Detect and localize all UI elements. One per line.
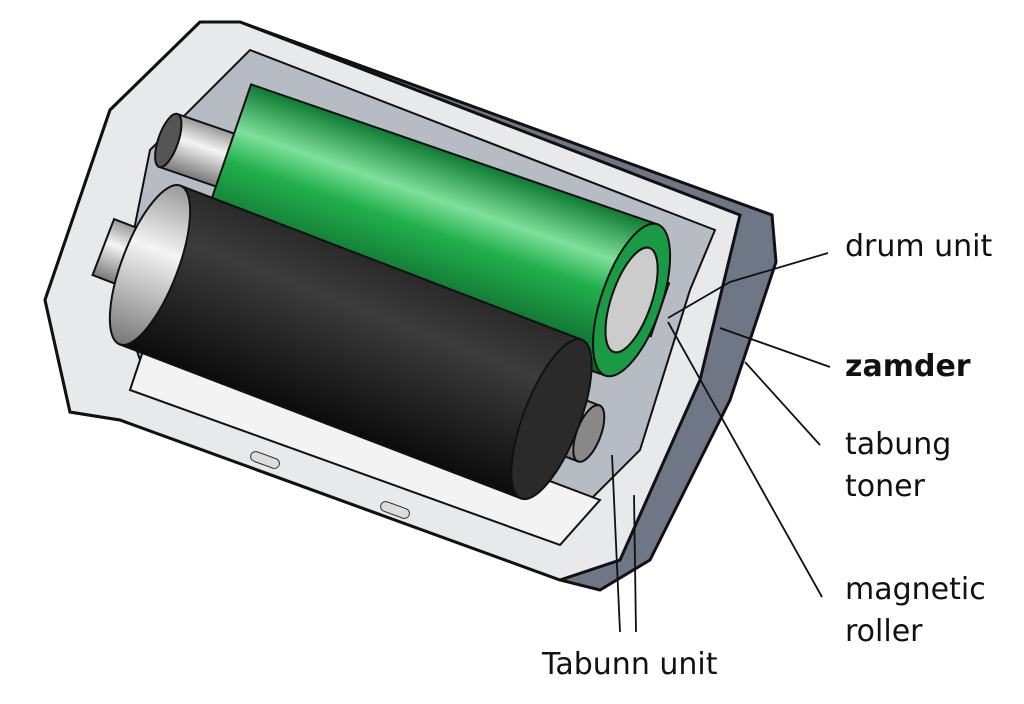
label-roller: roller [845, 614, 923, 649]
label-drum-unit: drum unit [845, 229, 993, 264]
leader-tabung-toner [744, 361, 821, 446]
label-toner: toner [845, 469, 925, 504]
leader-tabunn-unit-a [611, 454, 621, 633]
leader-drum-unit [667, 252, 829, 319]
leader-zamder [719, 327, 831, 368]
label-magnetic: magnetic [845, 572, 986, 607]
label-zamder: zamder [845, 349, 971, 384]
leader-lines [611, 252, 831, 633]
label-tabunn-unit: Tabunn unit [542, 647, 718, 682]
leader-magnetic-roller [667, 321, 823, 598]
label-tabung: tabung [845, 427, 952, 462]
magnetic-roller-cylinder [91, 184, 606, 501]
leader-tabunn-unit-b [633, 494, 637, 633]
drum-unit-cylinder [154, 83, 672, 378]
